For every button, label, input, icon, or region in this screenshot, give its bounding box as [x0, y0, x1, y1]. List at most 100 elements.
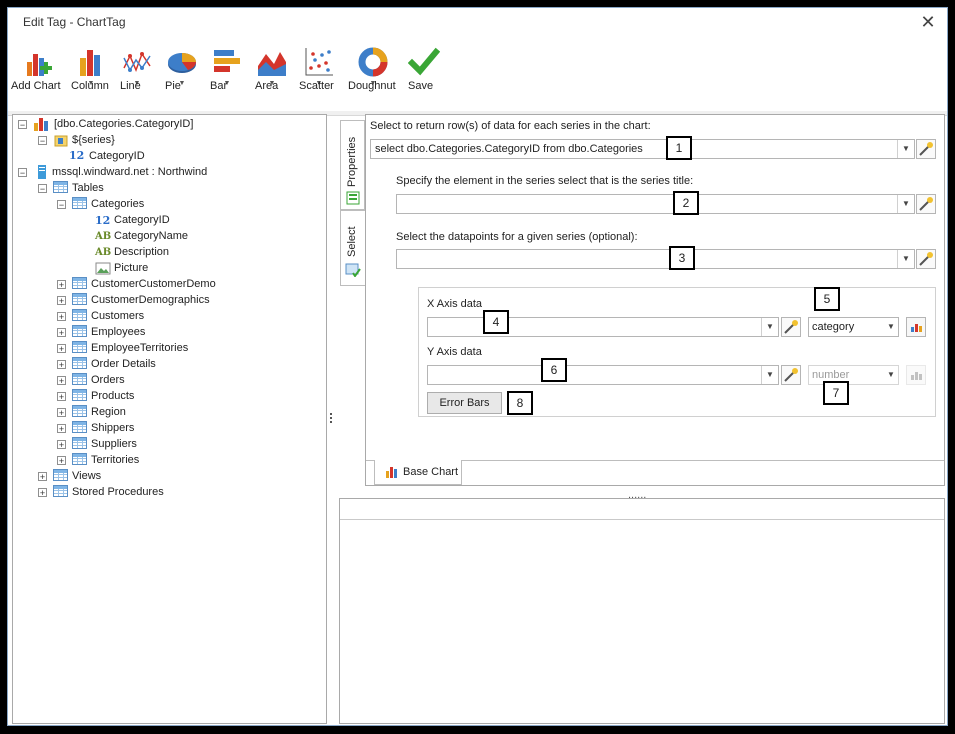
add-chart-label: Add Chart: [11, 80, 61, 92]
callout-marker: 7: [823, 381, 849, 405]
tree-node-label: CustomerDemographics: [91, 294, 210, 306]
expand-icon[interactable]: +: [57, 456, 66, 466]
chevron-down-icon[interactable]: ▼: [897, 250, 914, 268]
chevron-down-icon: ▼: [87, 80, 95, 87]
pie-chart-button[interactable]: Pie ▼: [165, 46, 199, 92]
expand-icon[interactable]: +: [57, 360, 66, 370]
collapse-icon[interactable]: −: [18, 168, 27, 178]
table-icon: [72, 357, 87, 369]
collapse-icon[interactable]: −: [18, 120, 27, 130]
numeric-column-icon: 12: [95, 214, 111, 227]
add-chart-icon: [27, 54, 52, 76]
series-title-combo[interactable]: ▼: [396, 194, 915, 214]
close-icon[interactable]: ✕: [920, 12, 936, 32]
callout-marker: 1: [666, 136, 692, 160]
callout-marker: 3: [669, 246, 695, 270]
expand-icon[interactable]: +: [57, 376, 66, 386]
collapse-icon[interactable]: −: [38, 136, 47, 146]
x-axis-label: X Axis data: [427, 298, 483, 310]
expand-icon[interactable]: +: [57, 424, 66, 434]
collapse-icon[interactable]: −: [38, 184, 47, 194]
tree-node-label: CategoryID: [114, 214, 170, 226]
chevron-down-icon[interactable]: ▼: [897, 195, 914, 213]
collapse-icon[interactable]: −: [57, 200, 66, 210]
expand-icon[interactable]: +: [57, 296, 66, 306]
expand-icon[interactable]: +: [57, 392, 66, 402]
expand-icon[interactable]: +: [57, 408, 66, 418]
tree-node-label: CategoryName: [114, 230, 188, 242]
line-chart-button[interactable]: Line ▼: [120, 46, 154, 92]
chart-preview-panel: [339, 498, 945, 724]
scatter-chart-label: Scatter: [299, 80, 334, 92]
bar-chart-label: Bar: [210, 80, 228, 92]
expand-icon[interactable]: +: [57, 280, 66, 290]
chevron-down-icon: ▼: [223, 80, 231, 87]
expand-icon[interactable]: +: [38, 488, 47, 498]
doughnut-chart-button[interactable]: Doughnut ▼: [348, 46, 398, 92]
area-chart-button[interactable]: Area ▼: [255, 46, 289, 92]
tab-base-chart-label: Base Chart: [403, 466, 459, 478]
x-axis-type-select[interactable]: category ▼: [808, 317, 899, 337]
series-select-combo[interactable]: select dbo.Categories.CategoryID from db…: [370, 139, 915, 159]
chevron-down-icon: ▼: [133, 80, 141, 87]
chevron-down-icon[interactable]: ▼: [887, 322, 895, 331]
tree-node-label: Tables: [72, 182, 104, 194]
callout-marker: 4: [483, 310, 509, 334]
area-chart-icon: [258, 52, 286, 76]
expand-icon[interactable]: +: [57, 328, 66, 338]
add-chart-button[interactable]: Add Chart: [11, 46, 63, 92]
doughnut-chart-label: Doughnut: [348, 80, 396, 92]
numeric-column-icon: 12: [69, 149, 85, 162]
callout-marker: 5: [814, 287, 840, 311]
vertical-splitter[interactable]: [330, 413, 333, 427]
image-column-icon: [95, 262, 111, 275]
magic-wand-icon[interactable]: [916, 249, 936, 269]
column-chart-button[interactable]: Column ▼: [71, 46, 111, 92]
tree-node-label: Shippers: [91, 422, 135, 434]
save-button[interactable]: Save: [408, 46, 440, 92]
tree-node-label: Region: [91, 406, 126, 418]
expand-icon[interactable]: +: [57, 312, 66, 322]
table-icon: [72, 341, 87, 353]
chevron-down-icon[interactable]: ▼: [761, 366, 778, 384]
bar-chart-button[interactable]: Bar ▼: [210, 46, 244, 92]
expand-icon[interactable]: +: [57, 344, 66, 354]
pie-chart-icon: [168, 53, 196, 73]
y-axis-format-button: [906, 365, 926, 385]
x-axis-format-button[interactable]: [906, 317, 926, 337]
y-axis-label: Y Axis data: [427, 346, 482, 358]
preview-header: [340, 499, 944, 520]
data-source-tree[interactable]: − [dbo.Categories.CategoryID] − ${series…: [12, 114, 327, 724]
chart-toolbar: Add Chart Column ▼ Line ▼: [8, 36, 947, 112]
series-title-label: Specify the element in the series select…: [396, 175, 694, 187]
tree-node-label: Orders: [91, 374, 125, 386]
tab-select[interactable]: Select: [340, 210, 365, 286]
tab-properties-label: Properties: [346, 136, 358, 187]
chart-node-icon: [34, 118, 48, 131]
expand-icon[interactable]: +: [38, 472, 47, 482]
callout-marker: 6: [541, 358, 567, 382]
magic-wand-icon[interactable]: [916, 194, 936, 214]
y-axis-combo[interactable]: ▼: [427, 365, 779, 385]
magic-wand-icon[interactable]: [916, 139, 936, 159]
y-axis-type-select: number ▼: [808, 365, 899, 385]
magic-wand-icon[interactable]: [781, 365, 801, 385]
chevron-down-icon[interactable]: ▼: [761, 318, 778, 336]
error-bars-button[interactable]: Error Bars: [427, 392, 502, 414]
datapoints-combo[interactable]: ▼: [396, 249, 915, 269]
x-axis-combo[interactable]: ▼: [427, 317, 779, 337]
table-icon: [72, 453, 87, 465]
tab-base-chart[interactable]: Base Chart: [374, 460, 462, 485]
chevron-down-icon[interactable]: ▼: [897, 140, 914, 158]
tree-node-label: Employees: [91, 326, 146, 338]
magic-wand-icon[interactable]: [781, 317, 801, 337]
tree-node-label: CustomerCustomerDemo: [91, 278, 216, 290]
table-icon: [72, 309, 87, 321]
expand-icon[interactable]: +: [57, 440, 66, 450]
database-icon: [38, 165, 46, 179]
tree-node-label: mssql.windward.net : Northwind: [52, 166, 208, 178]
table-icon: [72, 405, 87, 417]
scatter-chart-button[interactable]: Scatter ▼: [299, 46, 339, 92]
tab-properties[interactable]: Properties: [340, 120, 365, 210]
select-icon: [345, 263, 361, 277]
